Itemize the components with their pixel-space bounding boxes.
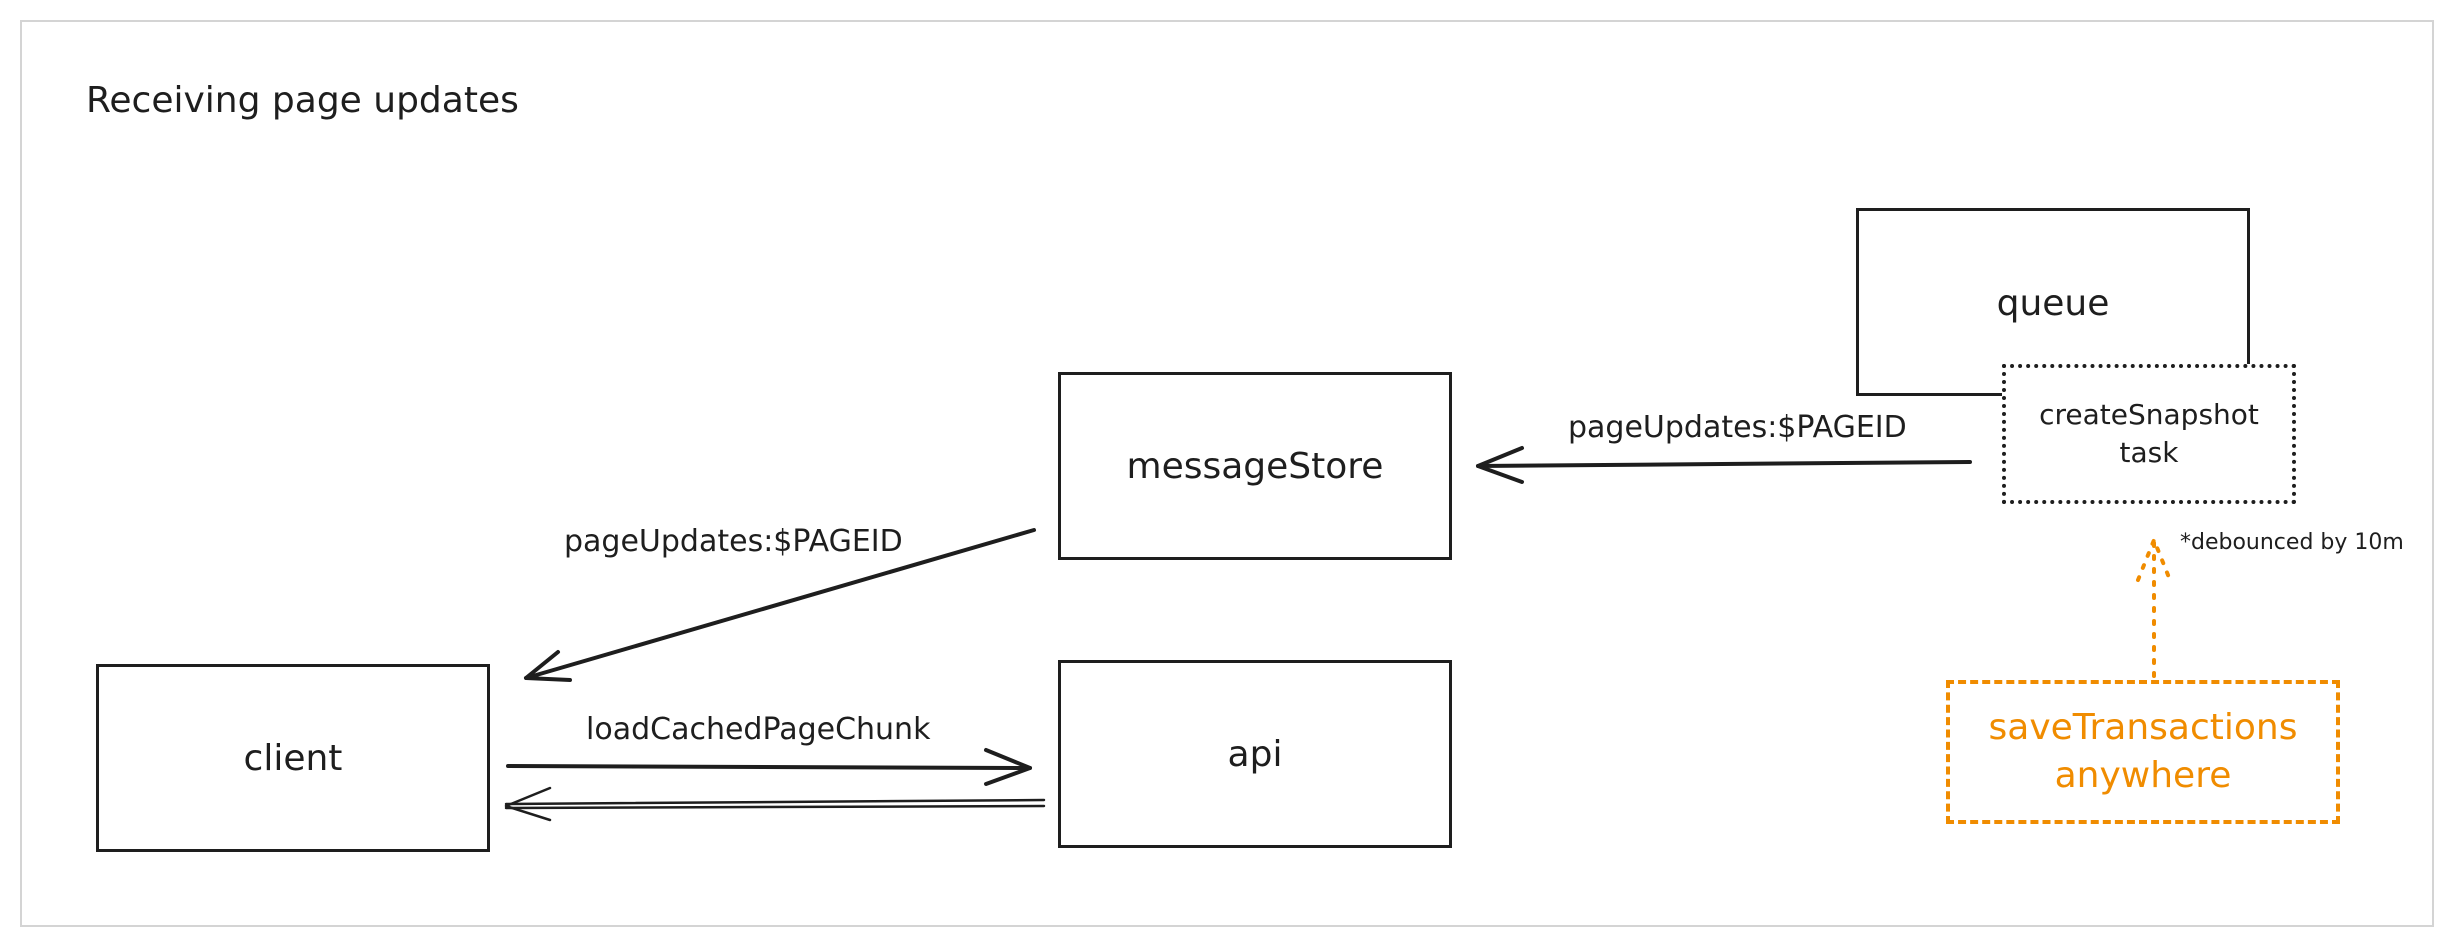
edge-message-store-to-client <box>524 528 1036 682</box>
arrowhead <box>504 786 552 822</box>
edge-save-to-snapshot <box>2136 538 2172 678</box>
edge-line <box>504 798 1046 806</box>
edge-line <box>1476 460 1972 468</box>
edge-label-page-updates-snapshot: pageUpdates:$PAGEID <box>1568 410 1907 445</box>
api-node: api <box>1058 660 1452 848</box>
edge-api-to-client <box>504 786 1046 822</box>
edge-label-load-cached-page-chunk: loadCachedPageChunk <box>586 712 931 747</box>
api-label: api <box>1227 733 1283 775</box>
save-transactions-node: saveTransactions anywhere <box>1946 680 2340 824</box>
save-transactions-label-line-1: saveTransactions <box>1988 707 2298 748</box>
save-transactions-label-line-2: anywhere <box>2054 755 2232 796</box>
message-store-label: messageStore <box>1126 445 1384 487</box>
create-snapshot-text: createSnapshot task <box>2039 396 2259 472</box>
client-label: client <box>243 737 343 779</box>
arrowhead <box>984 748 1032 786</box>
arrowhead <box>524 650 572 682</box>
diagram-title: Receiving page updates <box>86 80 519 121</box>
create-snapshot-label-line-1: createSnapshot <box>2039 398 2259 431</box>
edge-snapshot-to-message-store <box>1476 446 1972 484</box>
edge-line-double <box>504 804 1046 810</box>
create-snapshot-node: createSnapshot task <box>2002 364 2296 504</box>
queue-label: queue <box>1996 283 2110 324</box>
edge-line <box>524 528 1036 680</box>
create-snapshot-label-line-2: task <box>2119 436 2179 469</box>
save-transactions-text: saveTransactions anywhere <box>1989 704 2298 800</box>
message-store-node: messageStore <box>1058 372 1452 560</box>
client-node: client <box>96 664 490 852</box>
arrowhead <box>2136 538 2172 582</box>
edge-label-page-updates-client: pageUpdates:$PAGEID <box>564 524 903 559</box>
edge-client-to-api <box>506 748 1032 786</box>
arrowhead <box>1476 446 1524 484</box>
edge-line <box>506 764 1032 770</box>
edge-label-debounced: *debounced by 10m <box>2180 530 2404 555</box>
